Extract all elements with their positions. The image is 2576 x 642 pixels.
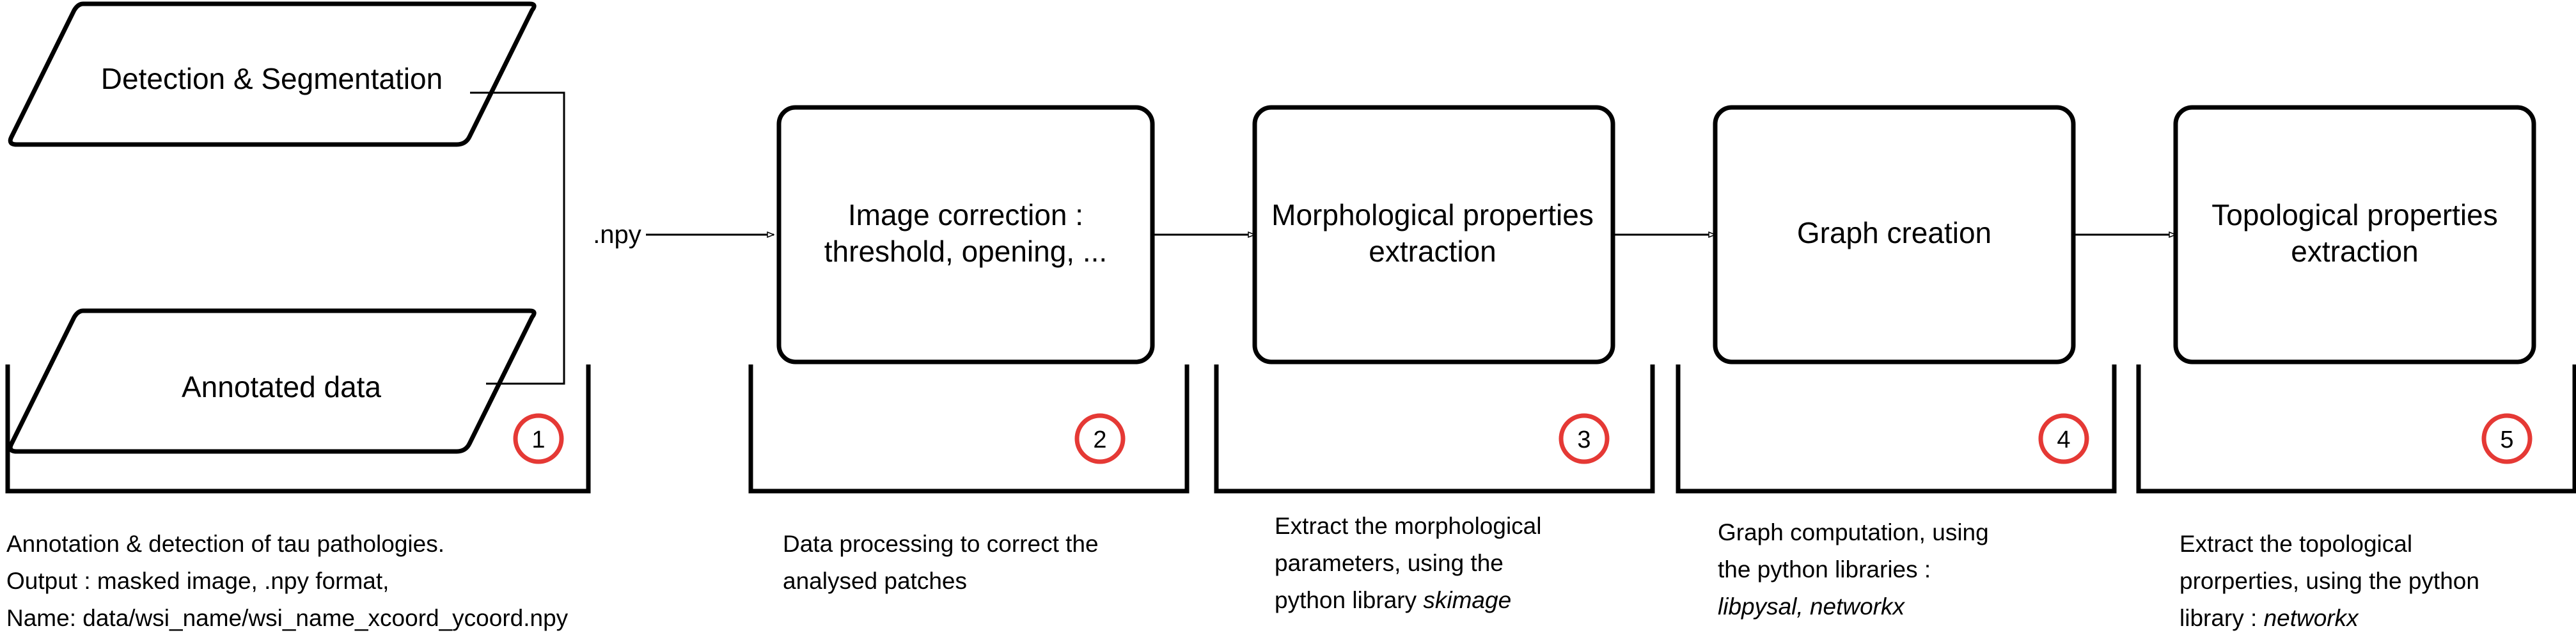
topological-line-1: Topological properties bbox=[2211, 198, 2498, 231]
annotated-data-label: Annotated data bbox=[182, 370, 381, 403]
annotated-data-shape bbox=[8, 308, 537, 454]
step-2-desc-line-2: analysed patches bbox=[783, 568, 967, 594]
bracket-step-2 bbox=[748, 364, 1190, 494]
morphological-line-1: Morphological properties bbox=[1271, 198, 1594, 231]
bracket-step-1 bbox=[5, 364, 591, 494]
npy-label-bg bbox=[588, 217, 646, 251]
step-5-desc-line-1: Extract the topological bbox=[2179, 531, 2413, 557]
detection-segmentation-label: Detection & Segmentation bbox=[101, 62, 443, 95]
step-1-description: Annotation & detection of tau pathologie… bbox=[6, 526, 568, 637]
step-1-desc-line-1: Annotation & detection of tau pathologie… bbox=[6, 531, 445, 557]
step-4-desc-line-1: Graph computation, using bbox=[1718, 519, 1989, 545]
badge-step-3-number: 3 bbox=[1577, 427, 1590, 453]
step-2-desc-line-1: Data processing to correct the bbox=[783, 531, 1099, 557]
step-4-description: Graph computation, using the python libr… bbox=[1718, 514, 1989, 625]
step-4-desc-line-3: libpysal, networkx bbox=[1718, 593, 1905, 620]
graph-creation-line-1: Graph creation bbox=[1797, 216, 1991, 249]
badge-step-3 bbox=[1559, 413, 1610, 464]
bracket-step-4 bbox=[1676, 364, 2117, 494]
step-5-desc-line-2: prorperties, using the python bbox=[2179, 568, 2479, 594]
badge-step-4 bbox=[2038, 413, 2089, 464]
image-correction-line-1: Image correction : bbox=[848, 198, 1083, 231]
bracket-step-5 bbox=[2136, 364, 2576, 494]
badge-step-5-number: 5 bbox=[2500, 427, 2513, 453]
image-correction-line-2: threshold, opening, ... bbox=[824, 235, 1107, 268]
step-1-desc-line-3: Name: data/wsi_name/wsi_name_xcoord_ycoo… bbox=[6, 605, 569, 631]
badge-step-5 bbox=[2481, 413, 2533, 464]
step-5-desc-line-3: library : networkx bbox=[2179, 605, 2359, 631]
box-graph-creation bbox=[1713, 105, 2076, 364]
step-3-description: Extract the morphological parameters, us… bbox=[1275, 508, 1541, 619]
box-topological bbox=[2173, 105, 2536, 364]
box-morphological bbox=[1252, 105, 1615, 364]
detection-connector bbox=[470, 91, 565, 235]
box-image-correction bbox=[776, 105, 1155, 364]
topological-line-2: extraction bbox=[2291, 235, 2418, 268]
step-3-desc-line-1: Extract the morphological bbox=[1275, 513, 1542, 539]
npy-edge-label: .npy bbox=[593, 221, 641, 249]
step-5-description: Extract the topological prorperties, usi… bbox=[2179, 526, 2479, 637]
annotated-connector bbox=[486, 235, 565, 385]
bracket-step-3 bbox=[1214, 364, 1655, 494]
step-3-desc-line-2: parameters, using the bbox=[1275, 550, 1504, 576]
morphological-line-2: extraction bbox=[1369, 235, 1496, 268]
badge-step-1-number: 1 bbox=[531, 427, 545, 453]
badge-step-2-number: 2 bbox=[1093, 427, 1106, 453]
badge-step-4-number: 4 bbox=[2057, 427, 2070, 453]
badge-step-2 bbox=[1074, 413, 1126, 464]
step-4-desc-line-2: the python libraries : bbox=[1718, 556, 1931, 583]
step-1-desc-line-2: Output : masked image, .npy format, bbox=[6, 568, 389, 594]
step-2-description: Data processing to correct the analysed … bbox=[783, 526, 1099, 600]
step-3-desc-line-3: python library skimage bbox=[1275, 587, 1512, 613]
detection-segmentation-shape bbox=[8, 1, 537, 147]
badge-step-1 bbox=[513, 413, 564, 464]
